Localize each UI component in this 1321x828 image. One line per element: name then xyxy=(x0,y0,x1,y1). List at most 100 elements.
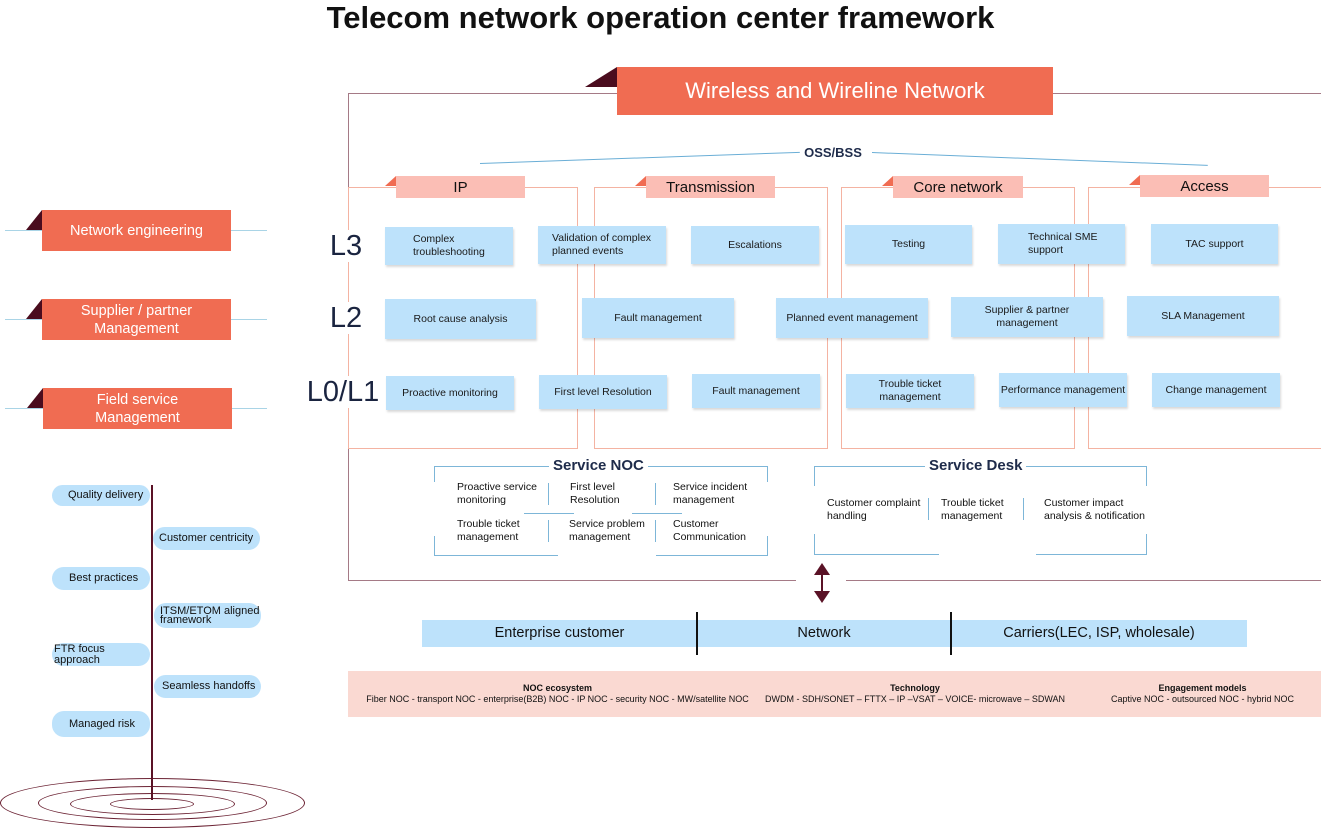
task-first-level-resolution: First level Resolution xyxy=(539,375,667,409)
info-heading: Engagement models xyxy=(1158,683,1247,693)
tab-corner-icon xyxy=(635,176,646,186)
noc-divider xyxy=(655,520,656,542)
domain-tab-access: Access xyxy=(1140,175,1269,197)
arrow-up-icon xyxy=(814,563,830,575)
customer-divider xyxy=(696,612,698,655)
task-planned-event-management: Planned event management xyxy=(776,298,928,338)
task-fault-management-l2: Fault management xyxy=(582,298,734,338)
value-pill: ITSM/ETOM aligned framework xyxy=(154,603,261,628)
customer-segment-network: Network xyxy=(797,625,851,641)
desk-border xyxy=(814,534,815,555)
noc-divider xyxy=(548,483,549,505)
noc-item: Trouble ticket management xyxy=(457,518,520,543)
task-supplier-partner-management: Supplier & partner management xyxy=(951,297,1103,337)
value-pill: Quality delivery xyxy=(52,485,150,506)
desk-item: Trouble ticket management xyxy=(941,497,1004,522)
domain-tab-ip: IP xyxy=(396,176,525,198)
tab-corner-icon xyxy=(1129,175,1140,185)
banner-corner-icon xyxy=(585,67,617,87)
domain-label: IP xyxy=(453,178,468,196)
task-complex-troubleshooting: Complex troubleshooting xyxy=(385,227,513,265)
info-text: Fiber NOC - transport NOC - enterprise(B… xyxy=(366,694,749,704)
noc-border xyxy=(434,555,558,556)
arrow-down-icon xyxy=(814,591,830,603)
noc-border xyxy=(656,555,768,556)
side-banner-corner-icon xyxy=(27,388,43,408)
desk-divider xyxy=(1023,498,1024,520)
task-root-cause-analysis: Root cause analysis xyxy=(385,299,536,339)
value-pill: FTR focus approach xyxy=(52,643,150,666)
info-noc-ecosystem: NOC ecosystem Fiber NOC - transport NOC … xyxy=(360,683,755,705)
task-trouble-ticket-management: Trouble ticket management xyxy=(846,374,974,408)
desk-border xyxy=(814,554,939,555)
value-pill: Customer centricity xyxy=(153,527,260,550)
side-banner-corner-icon xyxy=(26,210,42,230)
desk-divider xyxy=(928,498,929,520)
customer-segment-enterprise: Enterprise customer xyxy=(494,625,625,641)
noc-item: Proactive service monitoring xyxy=(457,481,537,506)
desk-border xyxy=(814,466,815,486)
info-engagement-models: Engagement models Captive NOC - outsourc… xyxy=(1090,683,1315,705)
noc-item: Service incident management xyxy=(673,481,748,506)
side-banner-corner-icon xyxy=(26,299,42,319)
tab-corner-icon xyxy=(882,176,893,186)
task-proactive-monitoring: Proactive monitoring xyxy=(386,376,514,410)
task-escalations: Escalations xyxy=(691,226,819,264)
service-noc-title: Service NOC xyxy=(549,457,648,474)
side-banner-network-engineering: Network engineering xyxy=(42,210,231,251)
noc-divider xyxy=(548,520,549,542)
domain-label: Core network xyxy=(913,178,1003,196)
desk-item: Customer complaint handling xyxy=(827,497,921,522)
page-title: Telecom network operation center framewo… xyxy=(326,0,995,35)
level-l01: L0/L1 xyxy=(300,376,386,408)
side-banner-field-service: Field service Management xyxy=(43,388,232,429)
tab-corner-icon xyxy=(385,176,396,186)
level-l2: L2 xyxy=(310,302,382,334)
info-text: Captive NOC - outsourced NOC - hybrid NO… xyxy=(1110,694,1295,704)
desk-border xyxy=(1146,534,1147,555)
noc-item: Customer Communication xyxy=(673,518,746,543)
side-banner-supplier-partner: Supplier / partner Management xyxy=(42,299,231,340)
noc-border xyxy=(434,466,435,482)
info-band xyxy=(348,671,1321,717)
customer-divider xyxy=(950,612,952,655)
domain-tab-core: Core network xyxy=(893,176,1023,198)
info-text: DWDM - SDH/SONET – FTTX – IP –VSAT – VOI… xyxy=(764,694,1066,704)
task-change-management: Change management xyxy=(1152,373,1280,407)
customer-bar xyxy=(422,620,1247,647)
info-technology: Technology DWDM - SDH/SONET – FTTX – IP … xyxy=(760,683,1070,705)
frame-gap xyxy=(349,164,351,180)
info-heading: NOC ecosystem xyxy=(522,683,593,693)
task-testing: Testing xyxy=(845,225,972,264)
domain-label: Access xyxy=(1180,177,1229,195)
noc-border xyxy=(767,466,768,482)
main-banner: Wireless and Wireline Network xyxy=(617,67,1053,115)
noc-item: First level Resolution xyxy=(570,481,620,506)
noc-divider xyxy=(524,513,574,514)
arrow-shaft xyxy=(821,574,823,592)
noc-divider xyxy=(632,513,682,514)
value-pill: Managed risk xyxy=(52,711,150,737)
value-pill: Seamless handoffs xyxy=(154,675,261,698)
domain-label: Transmission xyxy=(666,178,755,196)
task-validation-planned-events: Validation of complex planned events xyxy=(538,226,666,264)
target-stem xyxy=(151,485,153,800)
domain-tab-transmission: Transmission xyxy=(646,176,775,198)
task-tac-support: TAC support xyxy=(1151,224,1278,264)
info-heading: Technology xyxy=(890,683,940,693)
noc-item: Service problem management xyxy=(569,518,645,543)
value-pill: Best practices xyxy=(52,567,150,590)
task-technical-sme-support: Technical SME support xyxy=(998,224,1125,264)
noc-border xyxy=(434,536,435,556)
noc-divider xyxy=(655,483,656,505)
level-l3: L3 xyxy=(310,230,382,262)
customer-segment-carriers: Carriers(LEC, ISP, wholesale) xyxy=(1003,625,1195,641)
desk-item: Customer impact analysis & notification xyxy=(1044,497,1145,522)
task-fault-management-l01: Fault management xyxy=(692,374,820,408)
service-desk-title: Service Desk xyxy=(925,457,1027,474)
desk-border xyxy=(1036,554,1147,555)
task-sla-management: SLA Management xyxy=(1127,296,1279,336)
task-performance-management: Performance management xyxy=(999,373,1127,407)
main-banner-label: Wireless and Wireline Network xyxy=(685,78,985,103)
oss-bss-label: OSS/BSS xyxy=(804,145,862,160)
